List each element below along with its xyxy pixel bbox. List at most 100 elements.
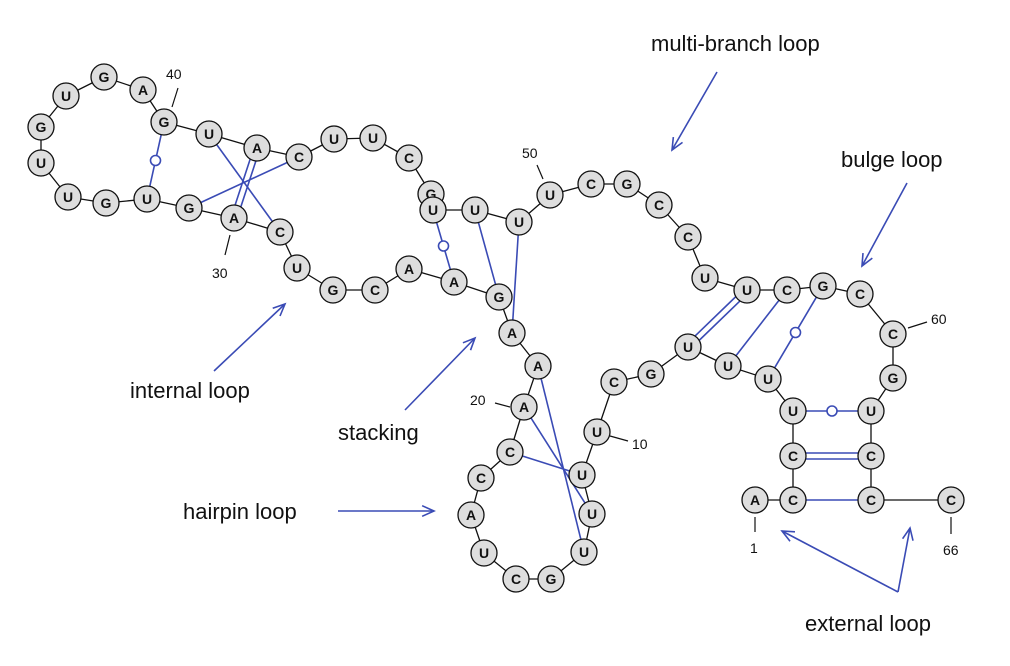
nucleotide-54: C [645, 191, 673, 219]
nucleotide-letter: C [511, 571, 521, 587]
nucleotide-57: U [733, 276, 761, 304]
nucleotide-circle [779, 397, 807, 425]
nucleotide-20: A [510, 393, 538, 421]
nucleotide-circle [266, 218, 294, 246]
nucleotide-letter: U [683, 339, 693, 355]
nucleotide-letter: U [763, 371, 773, 387]
nucleotide-letter: U [579, 544, 589, 560]
nucleotide-letter: G [159, 114, 170, 130]
nucleotide-circle [645, 191, 673, 219]
arrowhead-icon [861, 252, 873, 268]
nucleotide-circle [809, 272, 837, 300]
bulge-loop-label: bulge loop [841, 147, 943, 172]
nucleotide-letter: U [36, 155, 46, 171]
nucleotide-letter: U [329, 131, 339, 147]
nucleotide-60: C [846, 280, 874, 308]
multi-branch-loop-label: multi-branch loop [651, 31, 820, 56]
nucleotide-29: C [266, 218, 294, 246]
position-label: 50 [522, 145, 538, 161]
nucleotide-16: U [470, 539, 498, 567]
nucleotide-37: U [52, 82, 80, 110]
nucleotide-circle [361, 276, 389, 304]
nucleotide-5: U [754, 365, 782, 393]
annotation-arrows [213, 71, 914, 593]
nucleotide-letter: A [519, 399, 529, 415]
nucleotide-44: U [320, 125, 348, 153]
nucleotide-letter: A [229, 210, 239, 226]
nucleotide-19: C [496, 438, 524, 466]
external-loop-arrow-right [897, 527, 911, 593]
nucleotide-61: C [879, 320, 907, 348]
position-label: 60 [931, 311, 947, 327]
nucleotide-circle [505, 208, 533, 236]
bulge-loop-arrow [861, 182, 908, 267]
nucleotide-34: U [54, 183, 82, 211]
nucleotide-letter: C [609, 374, 619, 390]
nucleotide-35: U [27, 149, 55, 177]
nucleotide-circle [537, 565, 565, 593]
wobble-pair-marker [437, 240, 450, 252]
nucleotide-13: U [570, 538, 598, 566]
nucleotide-circle [779, 442, 807, 470]
nucleotide-letter: U [292, 260, 302, 276]
nucleotide-letter: A [533, 358, 543, 374]
nucleotide-circle [779, 486, 807, 514]
nucleotide-letter: G [818, 278, 829, 294]
nucleotide-circle [90, 63, 118, 91]
nucleotide-letter: C [788, 448, 798, 464]
nucleotide-letter: U [368, 130, 378, 146]
wobble-pair-marker [789, 326, 802, 339]
nucleotide-circle [568, 461, 596, 489]
nucleotide-letter: U [742, 282, 752, 298]
nucleotide-letter: U [428, 202, 438, 218]
nucleotide-letter: U [514, 214, 524, 230]
base-pair-line [540, 378, 582, 540]
base-pair-line [512, 234, 519, 321]
nucleotide-circle [467, 464, 495, 492]
position-label: 1 [750, 540, 758, 556]
nucleotide-letter: G [99, 69, 110, 85]
nucleotide-42: A [243, 134, 271, 162]
position-label: 40 [166, 66, 182, 82]
position-tick [536, 164, 544, 180]
nucleotide-22: A [498, 319, 526, 347]
nucleotide-circle [714, 352, 742, 380]
base-pair-line [477, 222, 497, 285]
arrowhead-icon [272, 302, 287, 317]
nucleotide-36: G [27, 113, 55, 141]
nucleotide-52: C [577, 170, 605, 198]
nucleotide-26: C [361, 276, 389, 304]
nucleotide-4: U [779, 397, 807, 425]
nucleotide-circle [578, 500, 606, 528]
nucleotide-letter: U [61, 88, 71, 104]
nucleotide-40: G [150, 108, 178, 136]
nucleotide-1: A [741, 486, 769, 514]
internal-loop-label: internal loop [130, 378, 250, 403]
nucleotide-circle [502, 565, 530, 593]
nucleotide-circle [27, 113, 55, 141]
nucleotide-11: U [568, 461, 596, 489]
nucleotide-circle [133, 185, 161, 213]
nucleotide-circle [283, 254, 311, 282]
multi-branch-loop-arrow [671, 71, 718, 151]
nucleotide-65: C [857, 486, 885, 514]
nucleotide-letter: A [466, 507, 476, 523]
nucleotide-letter: C [855, 286, 865, 302]
arrowhead-icon [780, 530, 796, 542]
nucleotide-circle [320, 125, 348, 153]
nucleotide-letter: G [36, 119, 47, 135]
nucleotide-circle [285, 143, 313, 171]
nucleotide-6: U [714, 352, 742, 380]
nucleotide-letter: A [252, 140, 262, 156]
nucleotide-letter: U [587, 506, 597, 522]
position-label: 30 [212, 265, 228, 281]
base-pair-double-line [698, 300, 741, 341]
nucleotide-letter: A [138, 82, 148, 98]
position-tick [609, 435, 629, 442]
nucleotide-circle [440, 268, 468, 296]
position-tick [494, 402, 511, 408]
nucleotide-letter: C [866, 448, 876, 464]
